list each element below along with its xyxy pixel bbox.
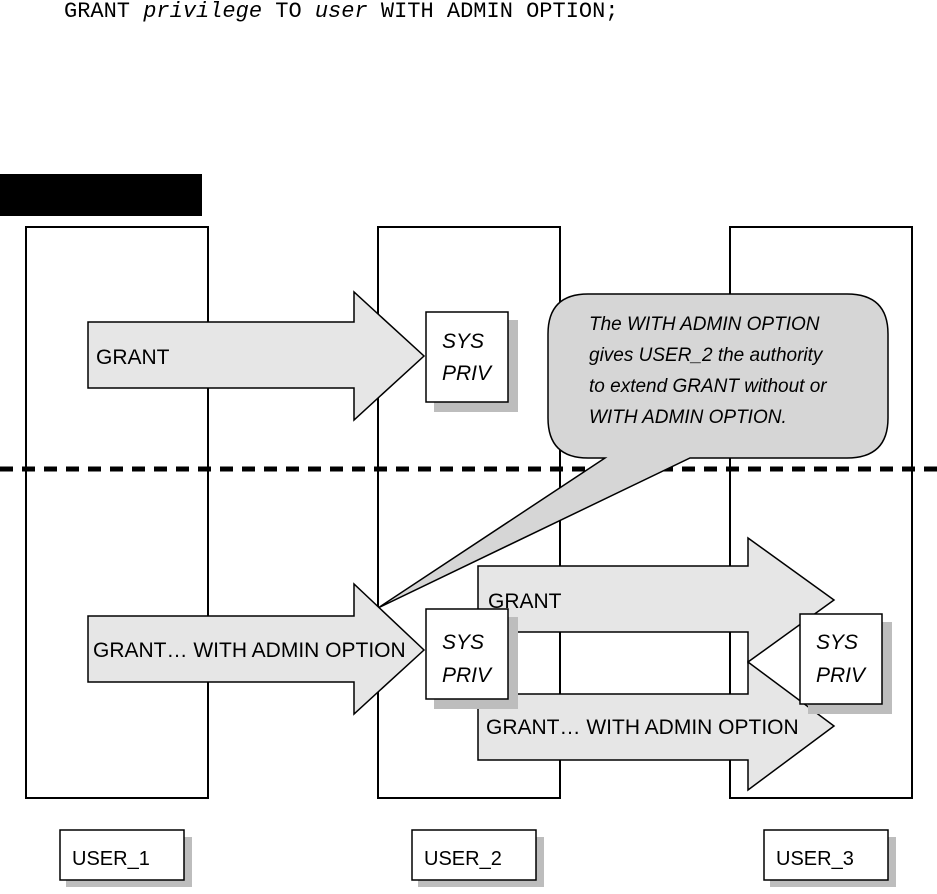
sys-priv-user3	[799, 613, 883, 705]
grant-admin-arrow-bottom-label: GRANT… WITH ADMIN OPTION	[93, 639, 406, 662]
grant-arrow-top	[87, 290, 426, 422]
sys-priv-user2-line1: SYS	[442, 631, 484, 654]
sys-priv-user2-line2: PRIV	[442, 664, 493, 687]
figure-label-bar	[0, 174, 202, 216]
grant-admin-arrow-user3	[477, 660, 836, 792]
sys-priv-top-line2: PRIV	[442, 362, 493, 385]
param-privilege: privilege	[143, 0, 263, 24]
user2-label-box	[411, 829, 537, 881]
grant-admin-arrow-user3-label: GRANT… WITH ADMIN OPTION	[486, 716, 799, 739]
sys-priv-top	[425, 311, 509, 403]
keyword-grant: GRANT	[64, 0, 131, 24]
grant-arrow-top-label: GRANT	[96, 346, 170, 369]
user1-label: USER_1	[72, 848, 150, 870]
keyword-to: TO	[275, 0, 302, 24]
grant-admin-arrow-bottom	[87, 582, 426, 716]
callout-line2: gives USER_2 the authority	[589, 345, 824, 366]
callout-line1: The WITH ADMIN OPTION	[589, 314, 820, 335]
callout-line3: to extend GRANT without or	[589, 376, 827, 397]
user3-label: USER_3	[776, 848, 854, 870]
grant-syntax-line: GRANT privilege TO user WITH ADMIN OPTIO…	[64, 0, 619, 26]
user1-label-box	[59, 829, 185, 881]
keyword-with-admin-option: WITH ADMIN OPTION;	[380, 0, 619, 24]
sys-priv-user3-line1: SYS	[816, 631, 858, 654]
grant-arrow-user3-label: GRANT	[488, 590, 562, 613]
sys-priv-user2	[425, 608, 509, 700]
param-user: user	[314, 0, 368, 24]
user3-label-box	[763, 829, 889, 881]
sys-priv-top-line1: SYS	[442, 330, 484, 353]
sys-priv-user3-line2: PRIV	[816, 664, 867, 687]
user1-lane	[25, 226, 209, 799]
callout-bubble	[377, 293, 889, 609]
callout-line4: WITH ADMIN OPTION.	[589, 407, 787, 428]
grant-arrow-user3	[477, 536, 836, 664]
user2-label: USER_2	[424, 848, 502, 870]
